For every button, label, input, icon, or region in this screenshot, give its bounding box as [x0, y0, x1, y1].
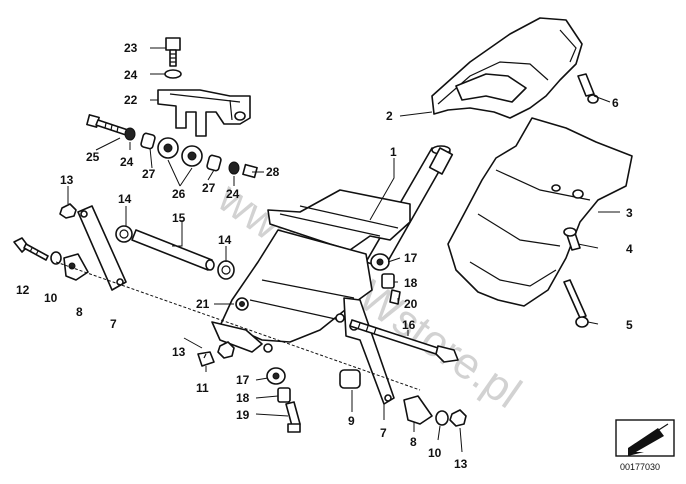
- nut-13-mid[interactable]: [217, 341, 235, 359]
- callout-12: 12: [16, 283, 30, 297]
- callout-18-upper: 18: [404, 276, 418, 290]
- callout-22: 22: [124, 93, 138, 107]
- callout-20: 20: [404, 297, 418, 311]
- callout-7-left: 7: [110, 317, 117, 331]
- strut-7-left[interactable]: [77, 205, 127, 291]
- callout-2: 2: [386, 109, 393, 123]
- callout-10-left: 10: [44, 291, 58, 305]
- callout-3: 3: [626, 206, 633, 220]
- rod-15[interactable]: [131, 229, 213, 271]
- catalog-arrow-icon: [628, 428, 664, 456]
- upper-bracket-assembly: [86, 37, 258, 179]
- assembly-guide-line: [55, 261, 421, 391]
- callout-17-lower: 17: [236, 373, 250, 387]
- callout-27-left: 27: [142, 167, 156, 181]
- callout-10-right: 10: [428, 446, 442, 460]
- callout-13-mid: 13: [172, 345, 186, 359]
- callout-14-right: 14: [218, 233, 232, 247]
- callout-28: 28: [266, 165, 280, 179]
- washer-10-left[interactable]: [50, 251, 62, 265]
- callout-6: 6: [612, 96, 619, 110]
- left-bracket-assembly: [13, 203, 421, 391]
- callout-11: 11: [196, 381, 209, 395]
- callout-13-bottom: 13: [454, 457, 468, 471]
- nut-28[interactable]: [242, 163, 258, 179]
- callout-19: 19: [236, 408, 250, 422]
- bolt-11[interactable]: [197, 351, 215, 367]
- steering-column-1[interactable]: [211, 145, 454, 405]
- washer-10-right[interactable]: [435, 410, 449, 426]
- bolt-25[interactable]: [86, 114, 129, 136]
- nut-13-bottom[interactable]: [449, 409, 467, 427]
- grommet-17-lower[interactable]: [266, 367, 286, 385]
- callout-8-right: 8: [410, 435, 417, 449]
- callout-23: 23: [124, 41, 138, 55]
- bolt-16[interactable]: [349, 319, 459, 363]
- nut-13-top[interactable]: [59, 203, 77, 219]
- grommet-26-left[interactable]: [157, 137, 179, 159]
- callout-18-lower: 18: [236, 391, 250, 405]
- catalog-reference: 00177030: [615, 419, 675, 472]
- bolt-12[interactable]: [13, 237, 49, 261]
- callout-8-left: 8: [76, 305, 83, 319]
- grommet-17-upper[interactable]: [370, 253, 390, 271]
- plate-8-left[interactable]: [63, 253, 89, 281]
- sleeve-18-upper[interactable]: [381, 273, 395, 289]
- bolt-19[interactable]: [285, 401, 301, 433]
- spacer-27-right[interactable]: [206, 154, 222, 172]
- upper-column-cover-2[interactable]: [431, 17, 583, 119]
- catalog-number: 00177030: [620, 462, 660, 472]
- callout-24-top: 24: [124, 68, 138, 82]
- callout-7-right: 7: [380, 426, 387, 440]
- callout-13-top: 13: [60, 173, 74, 187]
- bushing-14-left[interactable]: [115, 225, 133, 243]
- screw-4[interactable]: [563, 227, 581, 251]
- callout-1: 1: [390, 145, 397, 159]
- nut-24-left[interactable]: [124, 127, 136, 141]
- callout-21: 21: [196, 297, 210, 311]
- callout-5: 5: [626, 318, 633, 332]
- bushing-14-right[interactable]: [217, 260, 235, 280]
- callout-27-right: 27: [202, 181, 216, 195]
- callout-15: 15: [172, 211, 186, 225]
- plate-8-right[interactable]: [403, 395, 433, 425]
- screw-6[interactable]: [577, 73, 599, 104]
- screw-5[interactable]: [563, 279, 589, 328]
- callout-4: 4: [626, 242, 633, 256]
- washer-24-top[interactable]: [164, 69, 182, 79]
- bolt-23[interactable]: [165, 37, 181, 67]
- callout-14-left: 14: [118, 192, 132, 206]
- callout-9: 9: [348, 414, 355, 428]
- nut-24-right[interactable]: [228, 161, 240, 175]
- sleeve-18-lower[interactable]: [277, 387, 291, 403]
- spacer-9[interactable]: [339, 369, 361, 389]
- callout-25: 25: [86, 150, 100, 164]
- spacer-27-left[interactable]: [140, 132, 156, 150]
- callout-17-upper: 17: [404, 251, 418, 265]
- callout-24-left: 24: [120, 155, 134, 169]
- bushing-21[interactable]: [235, 297, 249, 311]
- callout-labels: 23 24 22 25 24 27 26 27 24 28 2 6 1 3 4 …: [16, 41, 633, 471]
- bracket-22[interactable]: [157, 89, 251, 137]
- callout-16: 16: [402, 318, 416, 332]
- lower-column-cover-3[interactable]: [447, 117, 633, 307]
- lower-parts: [197, 341, 467, 433]
- callout-24-right: 24: [226, 187, 240, 201]
- callout-26: 26: [172, 187, 186, 201]
- grommet-26-right[interactable]: [181, 145, 203, 167]
- leader-lines: [67, 47, 620, 453]
